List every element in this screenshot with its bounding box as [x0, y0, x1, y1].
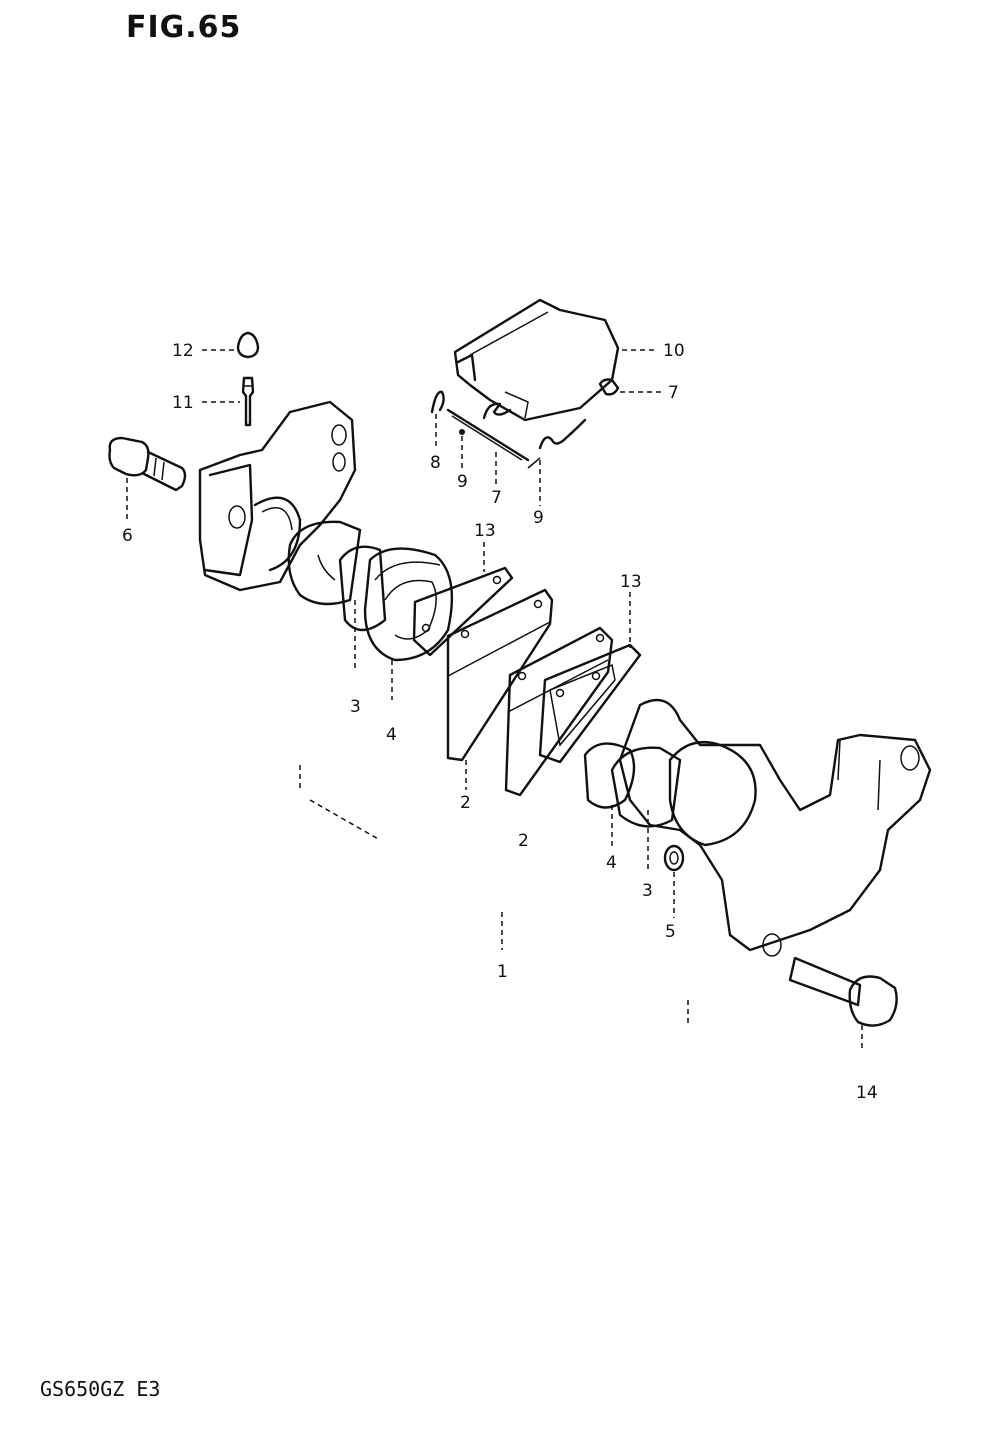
callout-10: 10 [663, 341, 685, 361]
callout-13-right: 13 [620, 572, 642, 592]
leader-lines [126, 349, 863, 1050]
callout-3-left: 3 [350, 697, 361, 717]
part-1-caliper-half-inner [198, 400, 357, 592]
part-3-piston-left [287, 520, 387, 632]
callout-7-lower: 7 [491, 488, 502, 508]
callout-4-left: 4 [386, 725, 397, 745]
callout-12: 12 [172, 341, 194, 361]
part-4-piston-seal-left [363, 547, 454, 662]
callout-2-right: 2 [518, 831, 529, 851]
callout-4-right: 4 [606, 853, 617, 873]
part-3-piston-right [610, 746, 682, 828]
callout-14: 14 [856, 1083, 878, 1103]
part-7-pad-pin-lower [446, 408, 530, 462]
callout-3-right: 3 [642, 881, 653, 901]
callout-5: 5 [665, 922, 676, 942]
part-2-brake-pad-right [504, 626, 614, 797]
part-14-caliper-bolt-right [788, 956, 898, 1027]
callout-7-upper: 7 [668, 383, 679, 403]
part-11-bleeder-screw [241, 376, 255, 427]
callout-6: 6 [122, 526, 133, 546]
callout-2-left: 2 [460, 793, 471, 813]
part-12-bleeder-cap [236, 331, 260, 359]
part-7-pad-pin-upper [598, 378, 620, 396]
callout-labels: 12 11 6 10 7 8 9 7 9 13 13 3 4 2 2 4 3 5… [122, 341, 878, 1103]
callout-1: 1 [497, 962, 508, 982]
part-10-pad-spring [453, 298, 620, 422]
part-9-clip-b [527, 418, 587, 469]
part-13-pad-shim-left [412, 566, 514, 657]
figure-title: FIG.65 [126, 10, 242, 45]
part-4-piston-seal-right [583, 742, 636, 809]
part-1-caliper-half-outer [618, 698, 932, 957]
model-code: GS650GZ E3 [40, 1377, 161, 1401]
callout-9-left: 9 [457, 472, 468, 492]
callout-8: 8 [430, 453, 441, 473]
part-2-brake-pad-left [446, 588, 554, 762]
part-9-clip-a [459, 402, 512, 435]
callout-13-left: 13 [474, 521, 496, 541]
callout-9-right: 9 [533, 508, 544, 528]
part-6-caliper-bolt [108, 436, 187, 492]
part-13-pad-shim-right [538, 643, 642, 764]
part-8-pin-clip [430, 390, 445, 414]
callout-11: 11 [172, 393, 194, 413]
part-5-o-ring [663, 844, 685, 872]
